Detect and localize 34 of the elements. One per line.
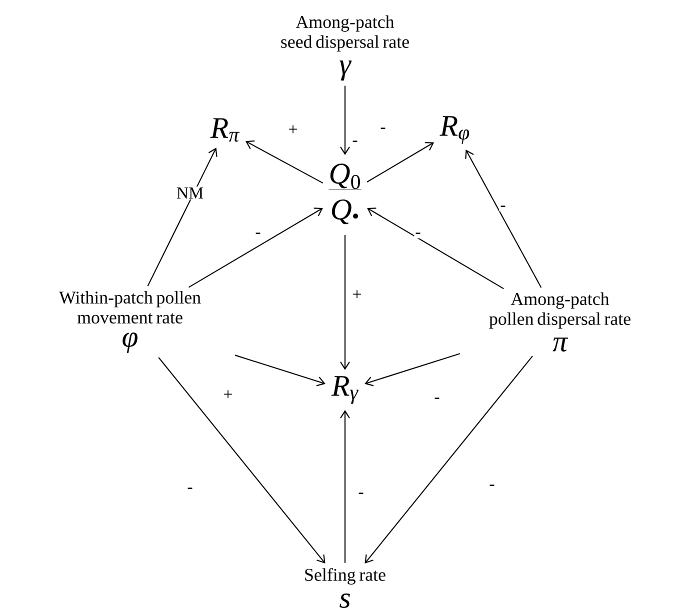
variable-label: Within-patch pollen movement rate φ [59,291,201,353]
variable-label: Among-patch seed dispersal rate γ [281,15,409,81]
arrow [340,235,350,370]
edge-label: - [488,484,496,490]
edge-label: - [186,486,194,494]
edge-label: - [433,396,441,404]
arrow [465,150,542,288]
edge-label: + [351,289,363,301]
edge-label: - [499,204,507,212]
variable-label: Selfing rate s [305,568,386,608]
edge-label: + [222,389,234,401]
arrow [366,142,434,182]
symbol-label: R$_{γ}$ [331,376,358,404]
arrow [367,208,504,290]
edge-label: - [254,232,262,238]
arrow [364,356,533,564]
arrow [245,140,324,184]
edge-label: - [357,492,365,498]
variable-label: Among-patch pollen dispersal rate π [489,292,630,352]
arrow [234,354,326,386]
arrow [364,353,460,386]
arrow [340,410,350,563]
ratio-label: Q$_{0}$ Q$_{•}$ [328,164,362,224]
arrow [340,86,350,155]
edge-label: + [287,124,299,136]
symbol-label: R$_{φ}$ [440,116,470,144]
symbol-label: R$_{π}$ [210,118,240,142]
edge-label: - [379,126,387,134]
edge-label: - [351,140,359,146]
arrow [158,357,326,564]
edge-label: - [414,232,422,238]
arrow [147,148,218,286]
edge-label: NM [175,186,205,200]
arrow [188,208,323,288]
